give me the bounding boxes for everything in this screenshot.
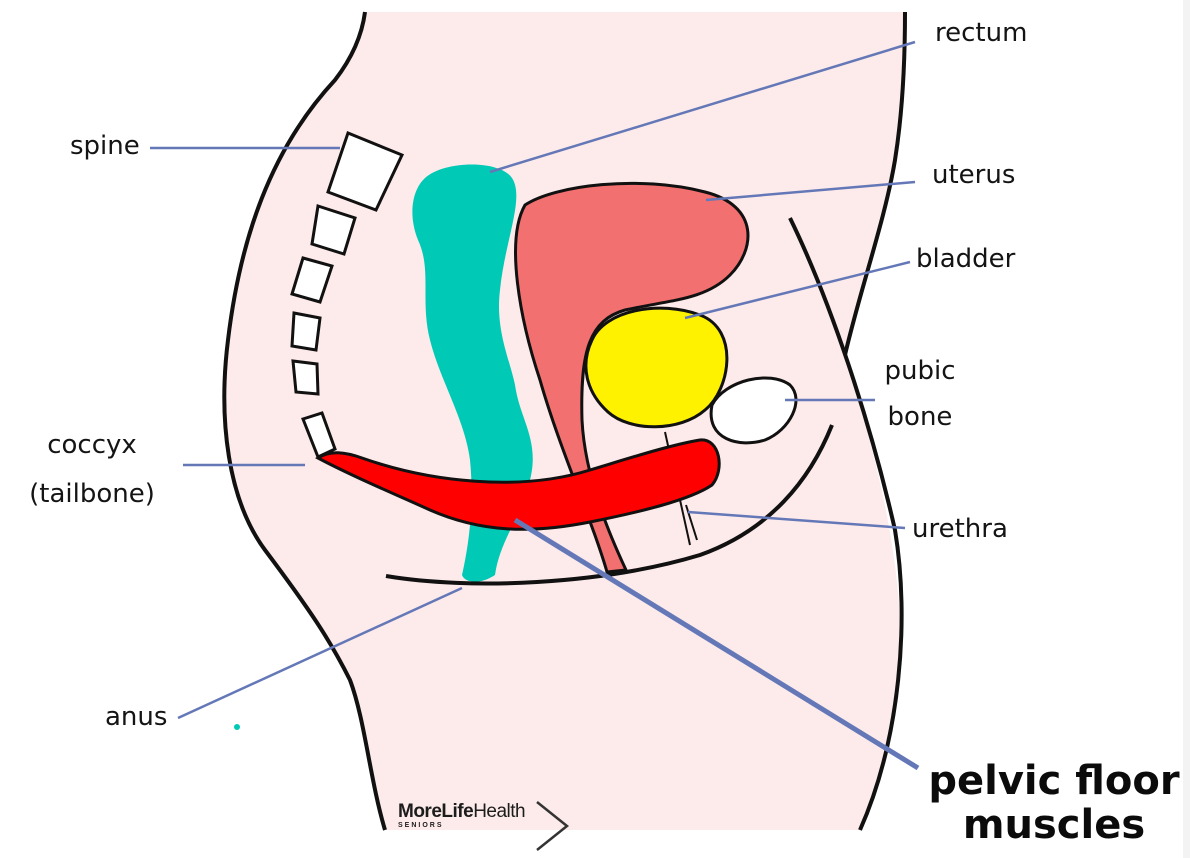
bladder-shape	[586, 308, 727, 427]
logo-more: More	[398, 801, 441, 822]
logo-subtitle: SENIORS	[398, 822, 525, 829]
label-anus: anus	[105, 704, 167, 730]
label-pelvic-floor-line1: pelvic floor	[925, 760, 1183, 802]
label-pelvic-floor-line2: muscles	[925, 804, 1183, 846]
label-pubic-bone-line1: pubic	[876, 358, 964, 384]
label-urethra: urethra	[912, 516, 1008, 542]
label-spine: spine	[70, 133, 140, 159]
right-edge-strip	[1183, 0, 1190, 858]
vertebra	[293, 361, 318, 394]
logo-health: Health	[473, 801, 525, 822]
logo-wordmark: MoreLifeHealth	[398, 802, 525, 821]
logo-life: Life	[441, 801, 473, 822]
label-pubic-bone-line2: bone	[876, 404, 964, 430]
label-rectum: rectum	[935, 20, 1027, 46]
logo: MoreLifeHealth SENIORS	[398, 802, 525, 829]
label-bladder: bladder	[916, 246, 1015, 272]
label-coccyx-line1: coccyx	[20, 432, 164, 458]
vertebra	[292, 313, 320, 350]
label-coccyx-line2: (tailbone)	[20, 481, 164, 507]
stray-dot	[234, 724, 240, 730]
label-uterus: uterus	[932, 162, 1015, 188]
